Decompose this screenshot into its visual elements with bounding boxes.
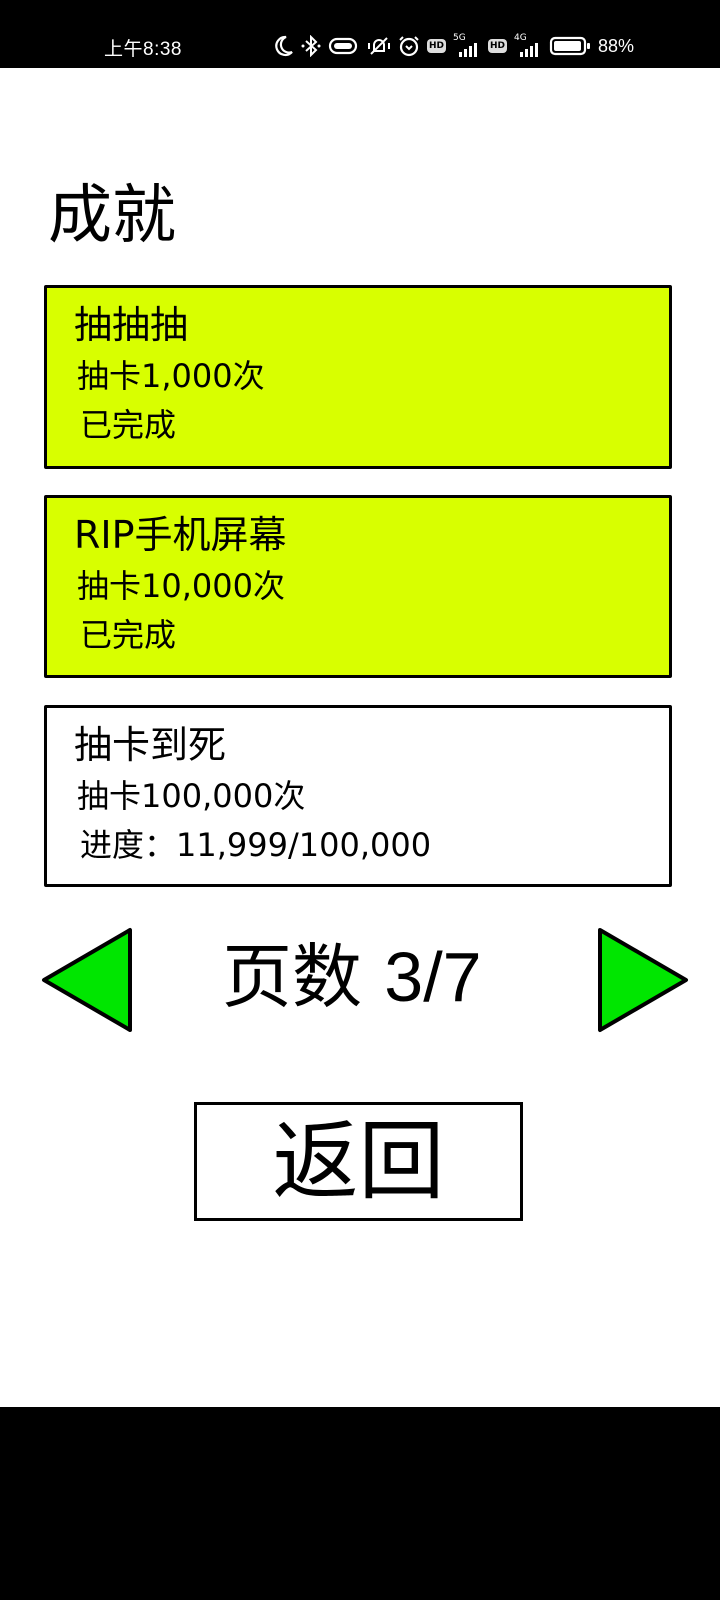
- signal-5g-icon: 5G: [453, 33, 481, 57]
- achievement-card: 抽卡到死 抽卡100,000次 进度：11,999/100,000: [44, 705, 672, 887]
- achievement-requirement: 抽卡10,000次: [77, 567, 285, 605]
- achievement-title: 抽抽抽: [74, 303, 189, 347]
- achievement-title: RIP手机屏幕: [74, 513, 287, 557]
- achievement-status: 已完成: [80, 406, 177, 444]
- achievement-card: 抽抽抽 抽卡1,000次 已完成: [44, 285, 672, 469]
- back-button[interactable]: 返回: [194, 1102, 523, 1221]
- page-indicator: 页数 3/7: [222, 942, 522, 1012]
- triangle-left-icon: [42, 928, 132, 1032]
- mute-icon: [368, 37, 390, 55]
- prev-page-button[interactable]: [40, 926, 136, 1034]
- hd-icon: HD: [427, 39, 447, 53]
- page-title: 成就: [48, 179, 176, 253]
- status-time: 上午8:38: [104, 39, 182, 60]
- next-page-button[interactable]: [594, 926, 690, 1034]
- moon-icon: [275, 35, 293, 57]
- status-icons: HD 5G HD 4G 88%: [274, 33, 635, 58]
- achievement-requirement: 抽卡100,000次: [77, 777, 306, 815]
- achievement-title: 抽卡到死: [74, 723, 227, 767]
- navigation-bar: [0, 1407, 720, 1600]
- page-label: 页数: [222, 936, 362, 1018]
- bluetooth-icon: [301, 35, 321, 57]
- page-number: 3/7: [384, 938, 482, 1016]
- alarm-icon: [399, 36, 419, 57]
- achievement-card: RIP手机屏幕 抽卡10,000次 已完成: [44, 495, 672, 678]
- battery-percent: 88%: [598, 35, 635, 56]
- status-bar: 上午8:38 HD 5G H: [0, 0, 720, 68]
- achievement-requirement: 抽卡1,000次: [77, 357, 265, 395]
- back-button-label: 返回: [272, 1111, 445, 1212]
- achievement-status: 已完成: [80, 616, 177, 654]
- battery-icon: [549, 36, 591, 56]
- triangle-right-icon: [598, 928, 688, 1032]
- achievement-progress: 进度：11,999/100,000: [80, 826, 432, 864]
- vpn-icon: [328, 37, 358, 55]
- hd-icon: HD: [488, 39, 508, 53]
- signal-4g-icon: 4G: [514, 33, 542, 57]
